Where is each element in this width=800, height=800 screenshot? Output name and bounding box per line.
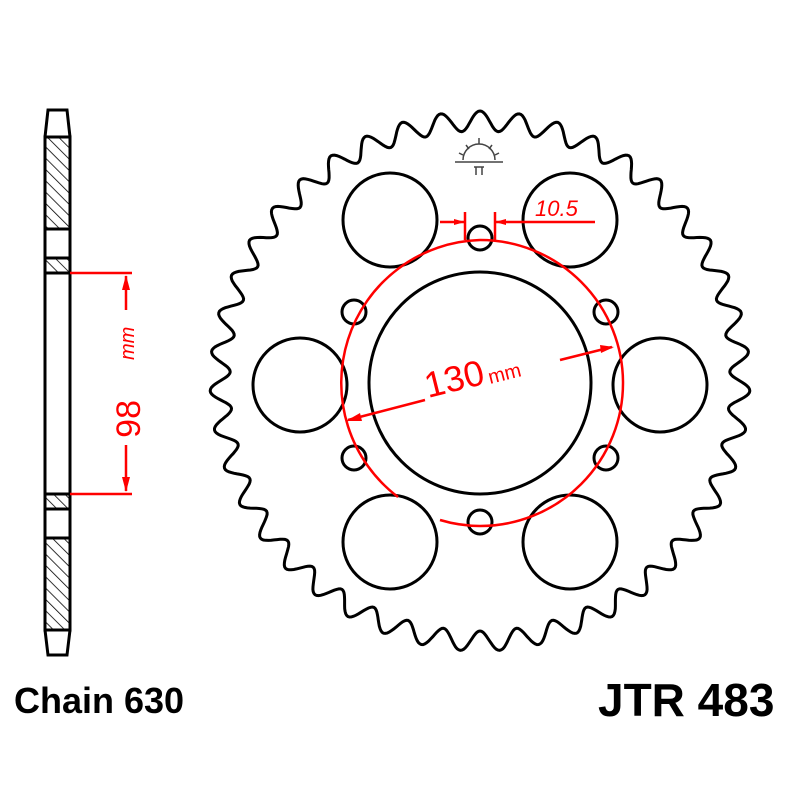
hub-width-value: 98: [110, 400, 148, 438]
lightening-hole: [611, 336, 709, 434]
bolt-hole: [340, 298, 368, 326]
lightening-hole: [521, 171, 619, 269]
bolt-hole: [592, 444, 620, 472]
lightening-hole: [521, 493, 619, 591]
sprocket-holes: [251, 171, 709, 591]
bolt-hole-value: 10.5: [535, 196, 579, 221]
bolt-hole: [340, 444, 368, 472]
center-bore: [367, 270, 593, 496]
bolt-hole: [592, 298, 620, 326]
jt-logo-icon: [455, 138, 503, 175]
hub-width-unit: mm: [117, 327, 139, 360]
sprocket-outline: [208, 109, 752, 652]
bolt-hole: [466, 508, 494, 536]
lightening-hole: [341, 171, 439, 269]
pcd-unit: mm: [486, 359, 524, 388]
side-profile: [43, 108, 72, 657]
pcd-dimension: [340, 212, 625, 528]
lightening-hole: [341, 493, 439, 591]
hub-width-dimension: [70, 271, 132, 496]
lightening-hole: [251, 336, 349, 434]
pcd-value: 130: [420, 351, 488, 405]
chain-label: Chain 630: [14, 680, 185, 721]
part-number: JTR 483: [598, 674, 775, 726]
bolt-hole: [466, 224, 494, 252]
